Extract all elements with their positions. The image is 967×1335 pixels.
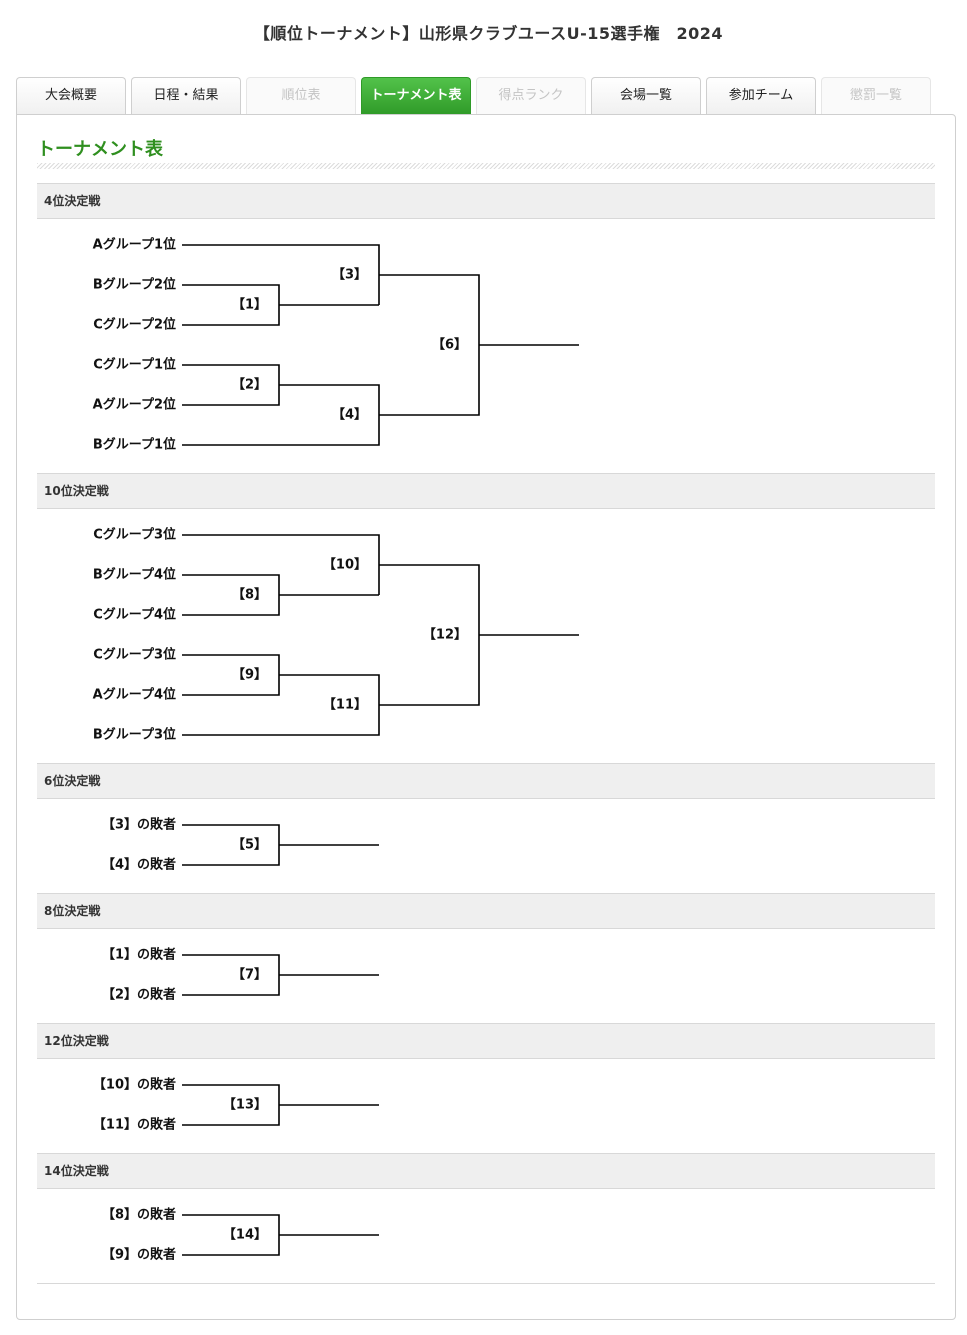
match-label: 【9】 xyxy=(232,667,267,683)
match-label: 【4】 xyxy=(332,407,367,423)
match-label: 【3】 xyxy=(332,267,367,283)
content-panel xyxy=(16,114,956,1320)
tab-scorer-ranking: 得点ランク xyxy=(476,77,586,115)
match-label: 【5】 xyxy=(232,837,267,853)
bracket-title: 4位決定戦 xyxy=(37,183,935,219)
match-label: 【10】 xyxy=(323,557,367,573)
match-label: 【1】 xyxy=(232,297,267,313)
bracket-line xyxy=(182,674,380,736)
team-label: Bグループ2位 xyxy=(93,277,176,293)
team-label: Bグループ4位 xyxy=(93,567,176,583)
bracket-title: 6位決定戦 xyxy=(37,763,935,799)
match-label: 【14】 xyxy=(223,1227,267,1243)
bracket-chart: Aグループ1位 Bグループ2位 Cグループ2位 Cグループ1位 Aグループ2位 Bグループ… xyxy=(93,237,579,453)
team-label: Cグループ3位 xyxy=(93,527,176,543)
team-label: 【1】の敗者 xyxy=(102,947,176,963)
bracket-bottom-divider xyxy=(37,1283,935,1284)
team-label: 【4】の敗者 xyxy=(102,857,176,873)
team-label: Aグループ4位 xyxy=(93,687,176,703)
team-label: 【2】の敗者 xyxy=(102,987,176,1003)
bracket-line xyxy=(182,534,380,595)
team-label: 【11】の敗者 xyxy=(93,1117,176,1133)
match-label: 【7】 xyxy=(232,967,267,983)
bracket-chart: 【10】の敗者【11】の敗者 【13】 xyxy=(93,1077,379,1133)
team-label: 【9】の敗者 xyxy=(102,1247,176,1263)
team-label: Bグループ3位 xyxy=(93,727,176,743)
tab-tournament-chart[interactable]: トーナメント表 xyxy=(361,77,471,115)
bracket-title: 12位決定戦 xyxy=(37,1023,935,1059)
match-label: 【11】 xyxy=(323,697,367,713)
bracket-line xyxy=(182,384,380,446)
team-label: Aグループ1位 xyxy=(93,237,176,253)
page-title: 【順位トーナメント】山形県クラブユースU-15選手権 2024 xyxy=(253,24,724,43)
bracket-chart: 【1】の敗者【2】の敗者 【7】 xyxy=(102,947,379,1003)
tab-schedule-results[interactable]: 日程・結果 xyxy=(131,77,241,115)
team-label: Cグループ2位 xyxy=(93,317,176,333)
match-label: 【2】 xyxy=(232,377,267,393)
bracket-section: 8位決定戦【1】の敗者【2】の敗者 【7】 xyxy=(37,893,935,1023)
team-label: Cグループ1位 xyxy=(93,357,176,373)
bracket-chart: 【3】の敗者【4】の敗者 【5】 xyxy=(102,817,379,873)
bracket-line xyxy=(182,244,380,305)
team-label: Cグループ4位 xyxy=(93,607,176,623)
team-label: Aグループ2位 xyxy=(93,397,176,413)
heading-divider xyxy=(37,163,935,169)
tab-teams[interactable]: 参加チーム xyxy=(706,77,816,115)
bracket-section: 12位決定戦【10】の敗者【11】の敗者 【13】 xyxy=(37,1023,935,1153)
bracket-chart: Cグループ3位 Bグループ4位 Cグループ4位 Cグループ3位 Aグループ4位 Bグループ… xyxy=(93,527,579,743)
bracket-chart: 【8】の敗者【9】の敗者 【14】 xyxy=(102,1207,379,1263)
tab-standings: 順位表 xyxy=(246,77,356,115)
match-label: 【8】 xyxy=(232,587,267,603)
match-label: 【13】 xyxy=(223,1097,267,1113)
tab-venues[interactable]: 会場一覧 xyxy=(591,77,701,115)
tab-discipline: 懲罰一覧 xyxy=(821,77,931,115)
team-label: Cグループ3位 xyxy=(93,647,176,663)
match-label: 【6】 xyxy=(432,337,467,353)
bracket-section: 6位決定戦【3】の敗者【4】の敗者 【5】 xyxy=(37,763,935,893)
bracket-section: 10位決定戦 Cグループ3位 Bグループ4位 Cグループ4位 Cグループ3位 Aグループ4… xyxy=(37,473,935,763)
team-label: Bグループ1位 xyxy=(93,437,176,453)
bracket-title: 14位決定戦 xyxy=(37,1153,935,1189)
section-heading: トーナメント表 xyxy=(37,139,163,160)
bracket-title: 8位決定戦 xyxy=(37,893,935,929)
match-label: 【12】 xyxy=(423,627,467,643)
team-label: 【10】の敗者 xyxy=(93,1077,176,1093)
team-label: 【3】の敗者 xyxy=(102,817,176,833)
bracket-section: 4位決定戦 Aグループ1位 Bグループ2位 Cグループ2位 Cグループ1位 Aグループ2位… xyxy=(37,183,935,473)
team-label: 【8】の敗者 xyxy=(102,1207,176,1223)
bracket-section: 14位決定戦【8】の敗者【9】の敗者 【14】 xyxy=(37,1153,935,1283)
bracket-title: 10位決定戦 xyxy=(37,473,935,509)
tab-overview[interactable]: 大会概要 xyxy=(16,77,126,115)
